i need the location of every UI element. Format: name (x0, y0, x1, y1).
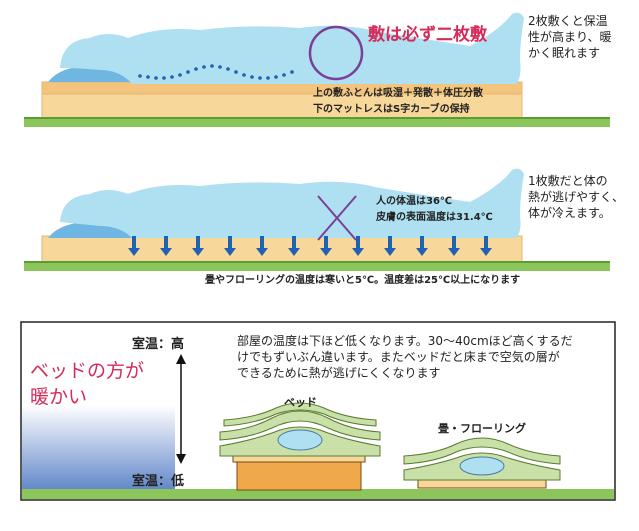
ground-line-middle (24, 261, 610, 271)
description-line-3: できるために熱が逃げにくくなります (237, 366, 441, 380)
middle-side-note-3: 体が冷えます。 (528, 206, 611, 220)
body-silhouette-middle (60, 168, 524, 238)
body-temp-label: 人の体温は36℃ (376, 196, 453, 207)
lower-mattress-label: 下のマットレスはS字カーブの保持 (313, 104, 470, 115)
bed-label: ベッド (284, 396, 317, 409)
lower-mattress (41, 91, 523, 119)
floor-futon-upper (403, 437, 561, 465)
bed-sleeper (277, 429, 323, 451)
cold-gradient (22, 405, 175, 491)
cross-mark (317, 195, 357, 241)
bed-futon-upper (219, 410, 381, 441)
floor-label: 畳・フローリング (438, 422, 526, 435)
ground-line-top (24, 117, 610, 127)
description-line-1: 部屋の温度は下ほど低くなります。30〜40cmほど高くするだ (237, 334, 573, 348)
skin-temp-label: 皮膚の表面温度は31.4℃ (376, 212, 493, 223)
bed-frame (236, 459, 362, 491)
contact-circle (308, 25, 364, 81)
middle-side-note-2: 熱が逃げやすく、 (528, 190, 625, 204)
room-temp-high: 室温：高 (132, 337, 185, 352)
top-side-note-3: かく眠れます (528, 46, 601, 60)
ground-line-bottom (22, 489, 614, 499)
body-silhouette-top (60, 12, 524, 85)
floor-sleeper (459, 456, 505, 476)
room-temp-low: 室温：低 (132, 474, 185, 489)
description-line-2: けでもずいぶん違います。またベッドだと床まで空気の層が (237, 350, 560, 364)
middle-side-note-1: 1枚敷だと体の (528, 174, 608, 188)
single-mattress (41, 235, 523, 263)
top-side-note-1: 2枚敷くと保温 (528, 14, 608, 28)
bottom-headline-2: 暖かい (30, 386, 88, 408)
top-side-note-2: 性が高まり、暖 (528, 30, 612, 44)
floor-temp-note: 畳やフローリングの温度は寒いと5℃。温度差は25℃以上になります (205, 275, 521, 286)
heat-loss-arrows (128, 236, 492, 256)
upper-futon-label: 上の敷ふとんは吸湿＋発散＋体圧分散 (313, 88, 483, 99)
bottom-headline-1: ベッドの方が (30, 360, 145, 382)
temperature-axis-arrow (176, 354, 186, 464)
top-headline: 敷は必ず二枚敷 (368, 25, 487, 45)
spine-dots-top (138, 64, 294, 80)
